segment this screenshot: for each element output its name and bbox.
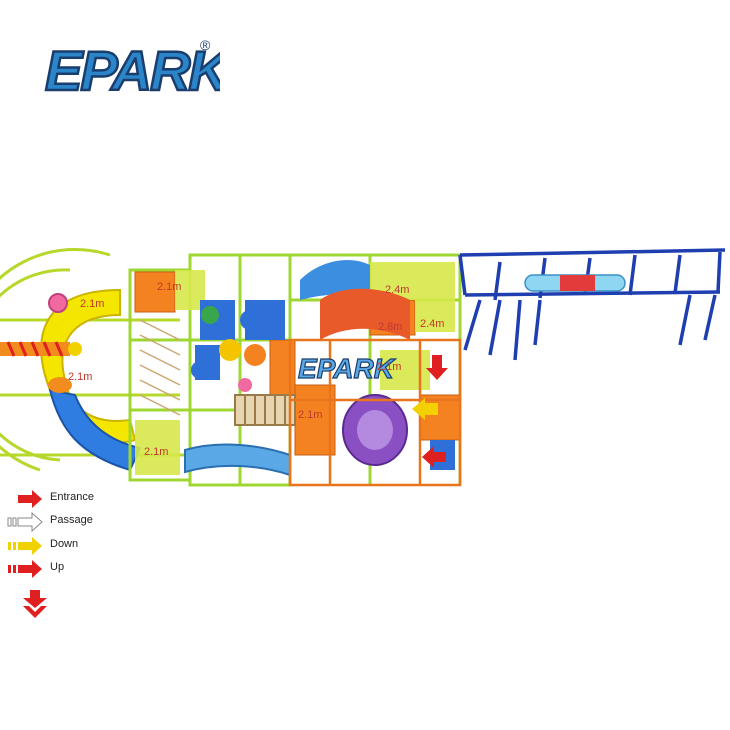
lollipop-decoration (48, 293, 68, 313)
ball-tubes (191, 306, 266, 392)
height-label: 2.1m (144, 446, 168, 458)
legend-item-entrance: Entrance (4, 489, 134, 509)
height-label: 2.8m (378, 321, 402, 333)
height-label: 2.1m (157, 281, 181, 293)
red-solid-arrow-right-icon (18, 490, 42, 508)
tunnel-tube (524, 274, 626, 292)
candy-pole-decoration (0, 341, 82, 357)
climbing-net (139, 319, 181, 416)
legend-item-up: Up (4, 559, 134, 579)
blue-walkway-frame (458, 248, 726, 361)
legend-label: Down (50, 538, 79, 550)
yellow-arrow-left-icon (412, 398, 438, 420)
height-label: 2.1m (377, 361, 401, 373)
legend-label: Up (50, 561, 65, 573)
height-label: 2.4m (385, 284, 409, 296)
red-arrow-down-icon (426, 355, 448, 380)
legend-item-down: Down (4, 536, 134, 556)
red-double-arrow-down-icon (23, 590, 47, 618)
height-label: 2.4m (420, 318, 444, 330)
height-label: 2.1m (298, 409, 322, 421)
yellow-arrow-right-icon (8, 537, 42, 555)
legend-label: Entrance (50, 491, 95, 503)
blue-tube-slide (184, 443, 291, 477)
brand-logo-text: EPARK (45, 39, 220, 102)
legend-item-passage: Passage (4, 512, 134, 532)
model-logo-text: EPARK (298, 353, 396, 384)
ladybug-decoration (48, 377, 72, 393)
height-label: 2.1m (68, 371, 92, 383)
legend: Entrance Passage Down Up (0, 485, 140, 625)
model-direction-arrows (412, 355, 448, 468)
legend-label: Passage (50, 514, 93, 526)
height-labels: 2.1m 2.1m 2.1m 2.1m 2.4m 2.8m 2.4m 2.1m … (68, 281, 444, 458)
purple-spiral-slide (342, 394, 408, 466)
registered-mark: ® (200, 37, 211, 53)
white-outline-arrow-right-icon (7, 512, 43, 532)
brand-logo: EPARK ® (40, 30, 236, 105)
red-arrow-left-icon (422, 446, 446, 468)
height-label: 2.1m (80, 298, 104, 310)
red-dashed-arrow-right-icon (8, 560, 42, 578)
wave-slides (300, 260, 410, 340)
rope-bridge (234, 394, 296, 426)
